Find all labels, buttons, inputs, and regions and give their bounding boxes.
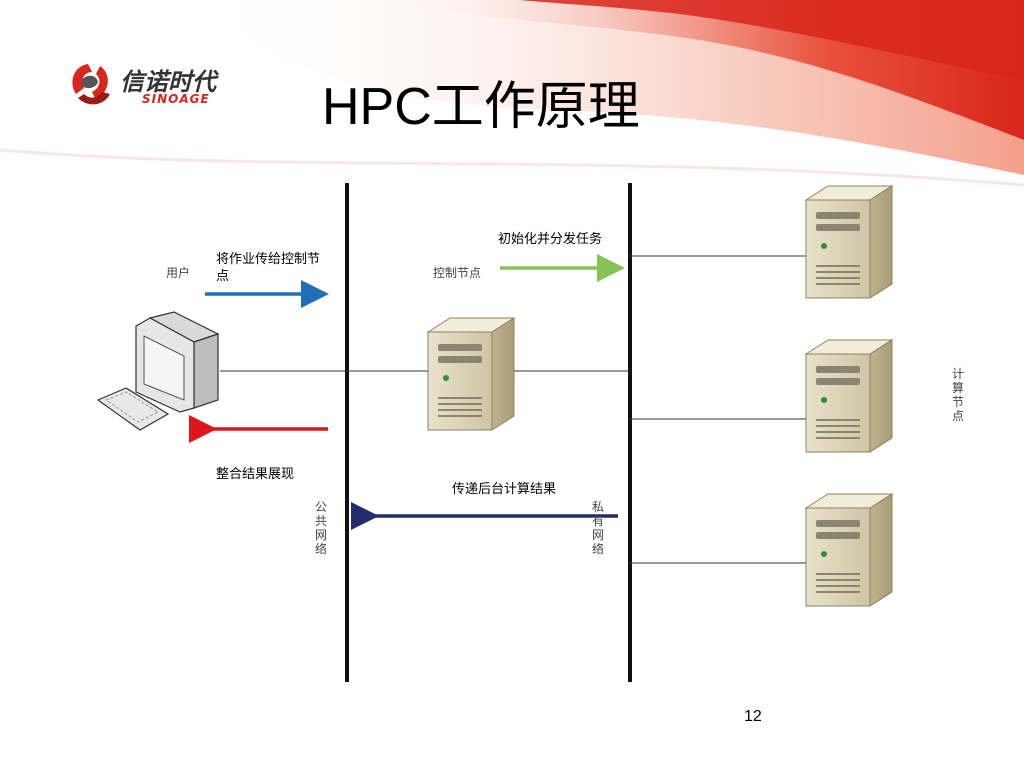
submit-job-label: 将作业传给控制节点	[216, 252, 321, 284]
control-node-label: 控制节点	[433, 266, 482, 280]
dispatch-task-label: 初始化并分发任务	[498, 232, 603, 247]
private-network-label: 私有网络	[591, 500, 604, 556]
logo-name-cn: 信诺时代	[120, 68, 216, 96]
logo-name-en: SINOAGE	[142, 92, 210, 106]
return-result-label: 传递后台计算结果	[452, 482, 557, 497]
public-network-label: 公共网络	[314, 500, 327, 556]
present-result-label: 整合结果展现	[216, 467, 295, 482]
compute-node-server-icon-3	[805, 493, 893, 607]
user-computer-icon	[96, 311, 220, 431]
compute-node-label: 计算节点	[951, 367, 964, 423]
control-node-server-icon	[427, 317, 515, 431]
user-label: 用户	[166, 266, 191, 280]
page-number: 12	[744, 708, 762, 725]
compute-node-server-icon-1	[805, 185, 893, 299]
compute-node-server-icon-2	[805, 339, 893, 453]
compute-area-panel	[630, 182, 966, 682]
slide-title: HPC工作原理	[322, 78, 640, 136]
logo-mark-icon	[72, 64, 110, 105]
company-logo: 信诺时代 SINOAGE	[66, 52, 246, 122]
